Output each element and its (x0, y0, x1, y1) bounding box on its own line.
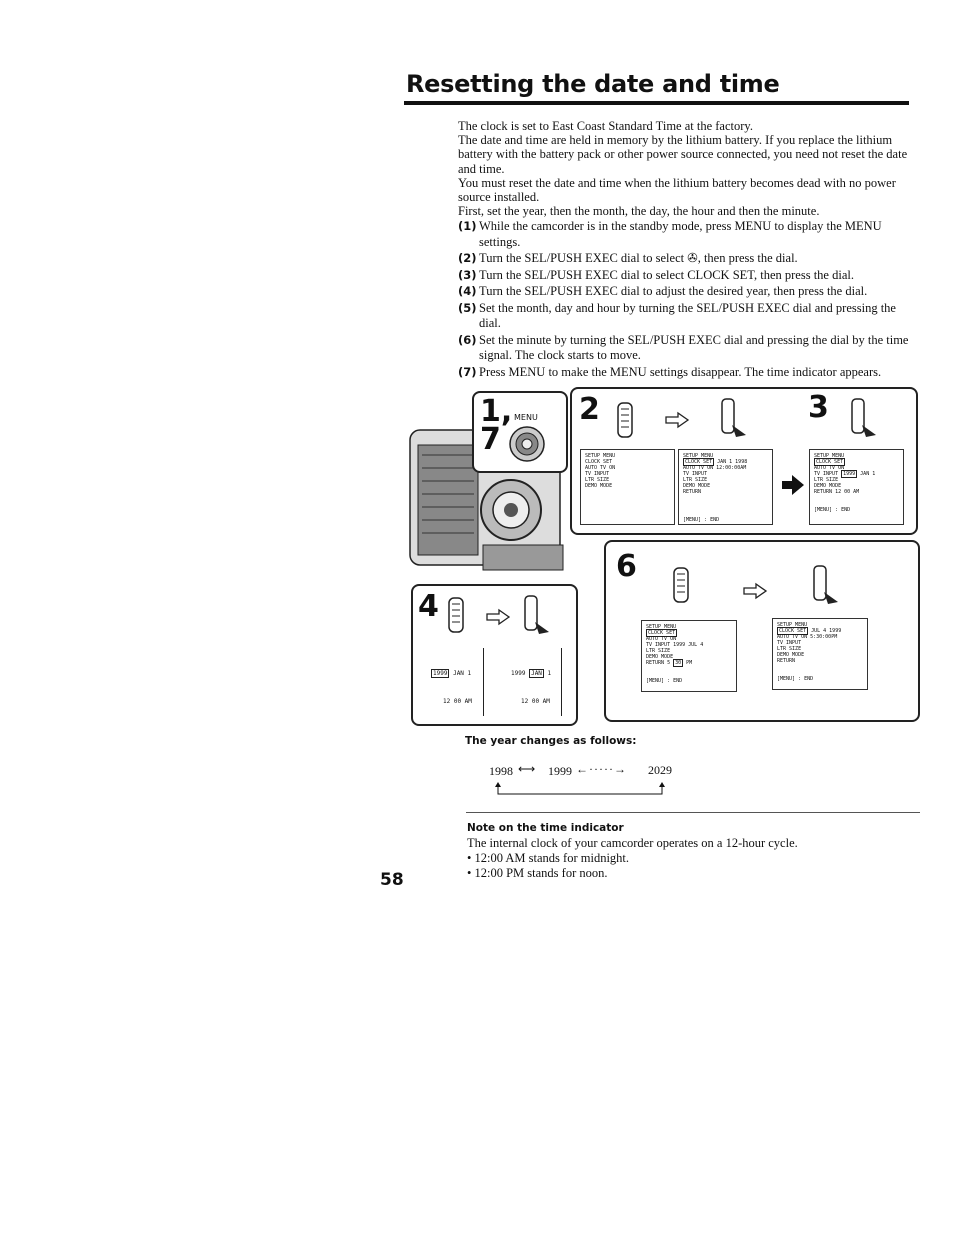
panel-step-2-3: 2 3 SETUP MENU CLOCK SET AUTO TV ON TV I… (570, 387, 918, 535)
menu-button-icon (509, 426, 545, 462)
solid-arrow-right-icon (782, 475, 804, 495)
panel-step-4: 4 1999 JAN 1 12 00 AM 1999 JAN 1 12 00 A… (411, 584, 578, 726)
step-4: (4)Turn the SEL/PUSH EXEC dial to adjust… (458, 284, 868, 299)
body-text: The clock is set to East Coast Standard … (458, 119, 910, 381)
note-text: The internal clock of your camcorder ope… (467, 836, 798, 850)
step-6: (6)Set the minute by turning the SEL/PUS… (458, 332, 909, 363)
label-2: 2 (579, 392, 600, 427)
step-1: (1)While the camcorder is in the standby… (458, 219, 882, 249)
label-3: 3 (808, 390, 829, 425)
title-rule (404, 101, 909, 105)
note-bullet-2: • 12:00 PM stands for noon. (467, 866, 608, 880)
year-seq-2029: 2029 (648, 763, 672, 777)
note-section: Note on the time indicator The internal … (467, 821, 907, 881)
intro-3: You must reset the date and time when th… (458, 175, 896, 205)
step-7: (7)Press MENU to make the MENU settings … (458, 364, 882, 379)
intro-4: First, set the year, then the month, the… (458, 204, 820, 219)
double-arrow-icon: ⟷ (518, 762, 536, 776)
press-dial-icon-4 (524, 595, 549, 634)
note-heading: Note on the time indicator (467, 822, 624, 834)
year-seq-1999: 1999 (548, 764, 572, 778)
label-1: 1, (480, 394, 513, 429)
panel-step-1-7: 1, 7 MENU (472, 391, 568, 473)
time-a: 12 00 AM (443, 698, 472, 705)
label-4: 4 (418, 589, 439, 624)
outline-arrow-right-icon (665, 411, 690, 429)
screen-minute-set: SETUP MENU CLOCK SET AUTO TV ON TV INPUT… (641, 620, 737, 692)
page-number: 58 (380, 870, 404, 890)
intro-1: The clock is set to East Coast Standard … (458, 119, 753, 133)
press-dial-icon-2 (851, 398, 876, 437)
menu-label: MENU (514, 413, 538, 422)
screen-clock-set: SETUP MENU CLOCK SET JAN 1 1998 AUTO TV … (678, 449, 773, 525)
screen-year-select: SETUP MENU CLOCK SET AUTO TV ON TV INPUT… (809, 449, 904, 525)
loop-arrow-icon (495, 782, 665, 795)
dotted-arrow-icon: ←·····→ (576, 762, 627, 776)
time-b: 12 00 AM (521, 698, 550, 705)
dial-icon (617, 402, 633, 438)
screen-setup-menu: SETUP MENU CLOCK SET AUTO TV ON TV INPUT… (580, 449, 675, 525)
month-highlight-b: 1999 JAN 1 (511, 669, 552, 678)
year-seq-1998: 1998 (489, 764, 513, 778)
page-title: Resetting the date and time (406, 70, 780, 98)
press-dial-icon-6 (813, 565, 838, 604)
screen-clock-running: SETUP MENU CLOCK SET JUL 4 1999 AUTO TV … (772, 618, 868, 690)
intro-2: The date and time are held in memory by … (458, 133, 908, 176)
year-heading: The year changes as follows: (465, 735, 637, 747)
note-bullet-1: • 12:00 AM stands for midnight. (467, 851, 630, 865)
dial-icon-6 (673, 567, 689, 603)
press-dial-icon (721, 398, 746, 437)
year-highlight-a: 1999 JAN 1 (431, 669, 472, 678)
dial-icon-4 (448, 597, 464, 633)
outline-arrow-right-icon-4 (486, 608, 511, 626)
panel-step-6: 6 SETUP MENU CLOCK SET AUTO TV ON TV INP… (604, 540, 920, 722)
step-2: (2)Turn the SEL/PUSH EXEC dial to select… (458, 251, 798, 266)
label-7: 7 (480, 422, 501, 457)
label-6: 6 (616, 549, 637, 584)
step-5: (5)Set the month, day and hour by turnin… (458, 300, 896, 331)
outline-arrow-right-icon-6 (743, 582, 768, 600)
step-3: (3)Turn the SEL/PUSH EXEC dial to select… (458, 267, 854, 282)
section-divider (466, 812, 920, 813)
